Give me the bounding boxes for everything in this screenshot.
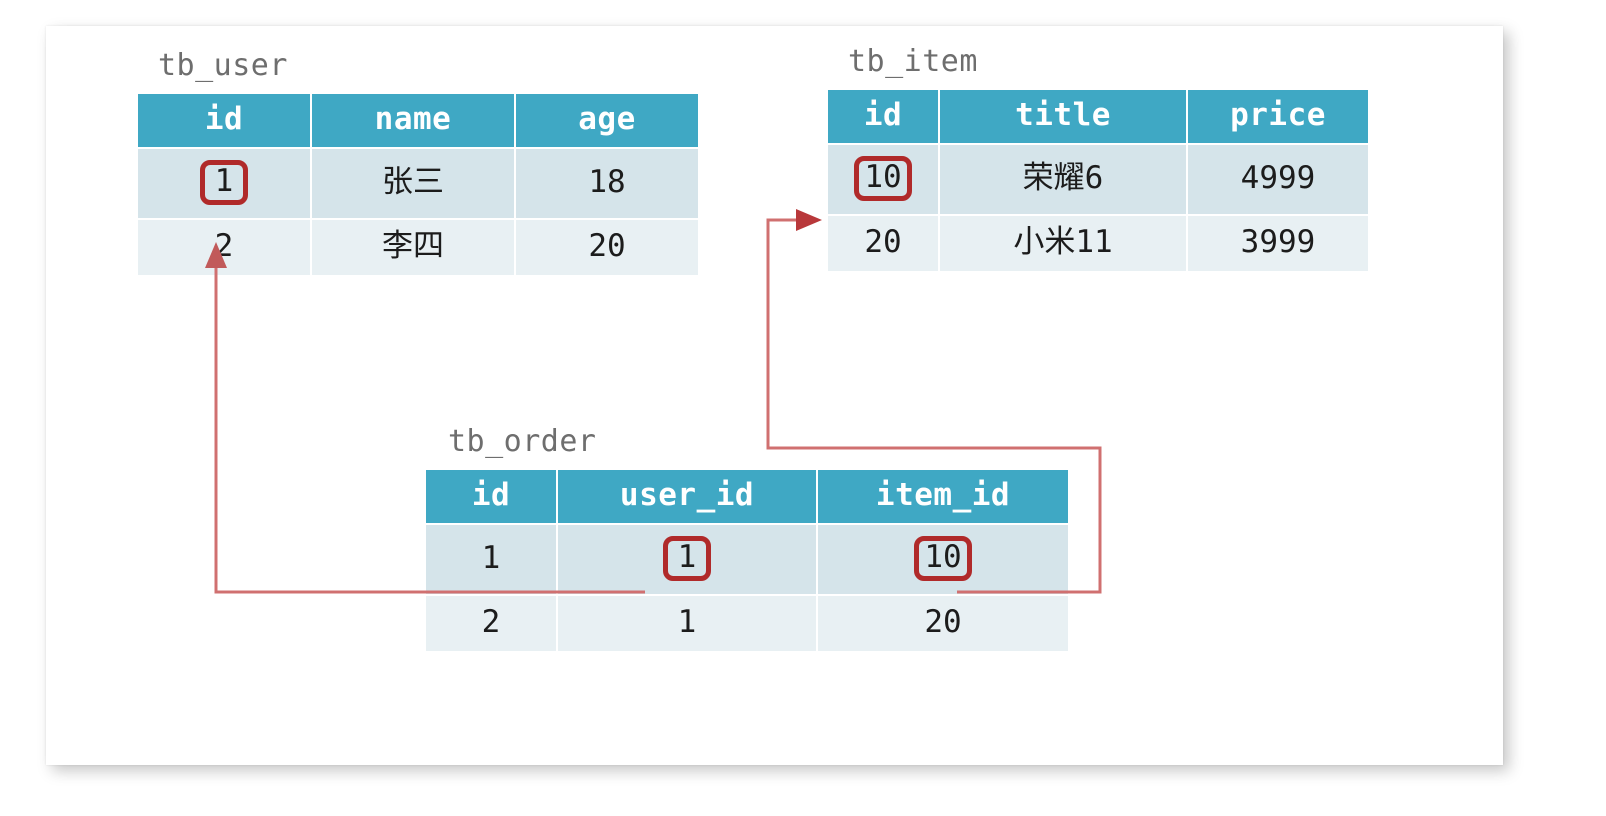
table-title-tb-user: tb_user	[158, 48, 288, 83]
tb-user-header-row: id name age	[138, 94, 698, 147]
tb-item-col-id: id	[828, 90, 938, 143]
table-tb-item: tb_item id title price 10 荣耀6 4999	[826, 44, 1370, 273]
table-tb-order: tb_order id user_id item_id 1 1 10	[424, 424, 1070, 653]
tb-item-r1-price: 4999	[1188, 145, 1368, 214]
tb-item-r1-title: 荣耀6	[940, 145, 1186, 214]
tb-user-r2-id: 2	[138, 220, 310, 275]
tb-item-r2-title: 小米11	[940, 216, 1186, 271]
tb-order-col-id: id	[426, 470, 556, 523]
table-tb-user: tb_user id name age 1 张三 18 2	[136, 48, 700, 277]
table-row: 20 小米11 3999	[828, 216, 1368, 271]
tb-user-r1-name: 张三	[312, 149, 514, 218]
tb-order-r1-id: 1	[426, 525, 556, 594]
highlight-box-item-id: 10	[854, 156, 912, 201]
table-row: 2 1 20	[426, 596, 1068, 651]
tb-order-r2-user-id: 1	[558, 596, 816, 651]
tb-item-r1-id: 10	[828, 145, 938, 214]
table-row: 2 李四 20	[138, 220, 698, 275]
tb-user-r2-name: 李四	[312, 220, 514, 275]
highlight-box-user-id: 1	[199, 160, 249, 205]
tb-item-header-row: id title price	[828, 90, 1368, 143]
tb-order-r2-item-id: 20	[818, 596, 1068, 651]
tb-user-r1-age: 18	[516, 149, 698, 218]
tb-item-col-title: title	[940, 90, 1186, 143]
tb-item-r2-price: 3999	[1188, 216, 1368, 271]
highlight-box-order-item-id: 10	[914, 536, 972, 581]
table-row: 10 荣耀6 4999	[828, 145, 1368, 214]
tb-user-r1-id: 1	[138, 149, 310, 218]
tb-order-col-item-id: item_id	[818, 470, 1068, 523]
tb-item-table: id title price 10 荣耀6 4999 20 小米11 3999	[826, 88, 1370, 273]
tb-item-r2-id: 20	[828, 216, 938, 271]
tb-user-r2-age: 20	[516, 220, 698, 275]
tb-order-r1-user-id: 1	[558, 525, 816, 594]
table-title-tb-order: tb_order	[448, 424, 597, 459]
tb-order-table: id user_id item_id 1 1 10 2 1	[424, 468, 1070, 653]
tb-order-col-user-id: user_id	[558, 470, 816, 523]
tb-user-col-age: age	[516, 94, 698, 147]
tb-user-col-name: name	[312, 94, 514, 147]
tb-user-col-id: id	[138, 94, 310, 147]
table-title-tb-item: tb_item	[848, 44, 978, 79]
tb-item-col-price: price	[1188, 90, 1368, 143]
highlight-box-order-user-id: 1	[662, 536, 712, 581]
tb-order-header-row: id user_id item_id	[426, 470, 1068, 523]
tb-order-r1-item-id: 10	[818, 525, 1068, 594]
tb-order-r2-id: 2	[426, 596, 556, 651]
table-row: 1 1 10	[426, 525, 1068, 594]
tb-user-table: id name age 1 张三 18 2 李四 20	[136, 92, 700, 277]
table-row: 1 张三 18	[138, 149, 698, 218]
